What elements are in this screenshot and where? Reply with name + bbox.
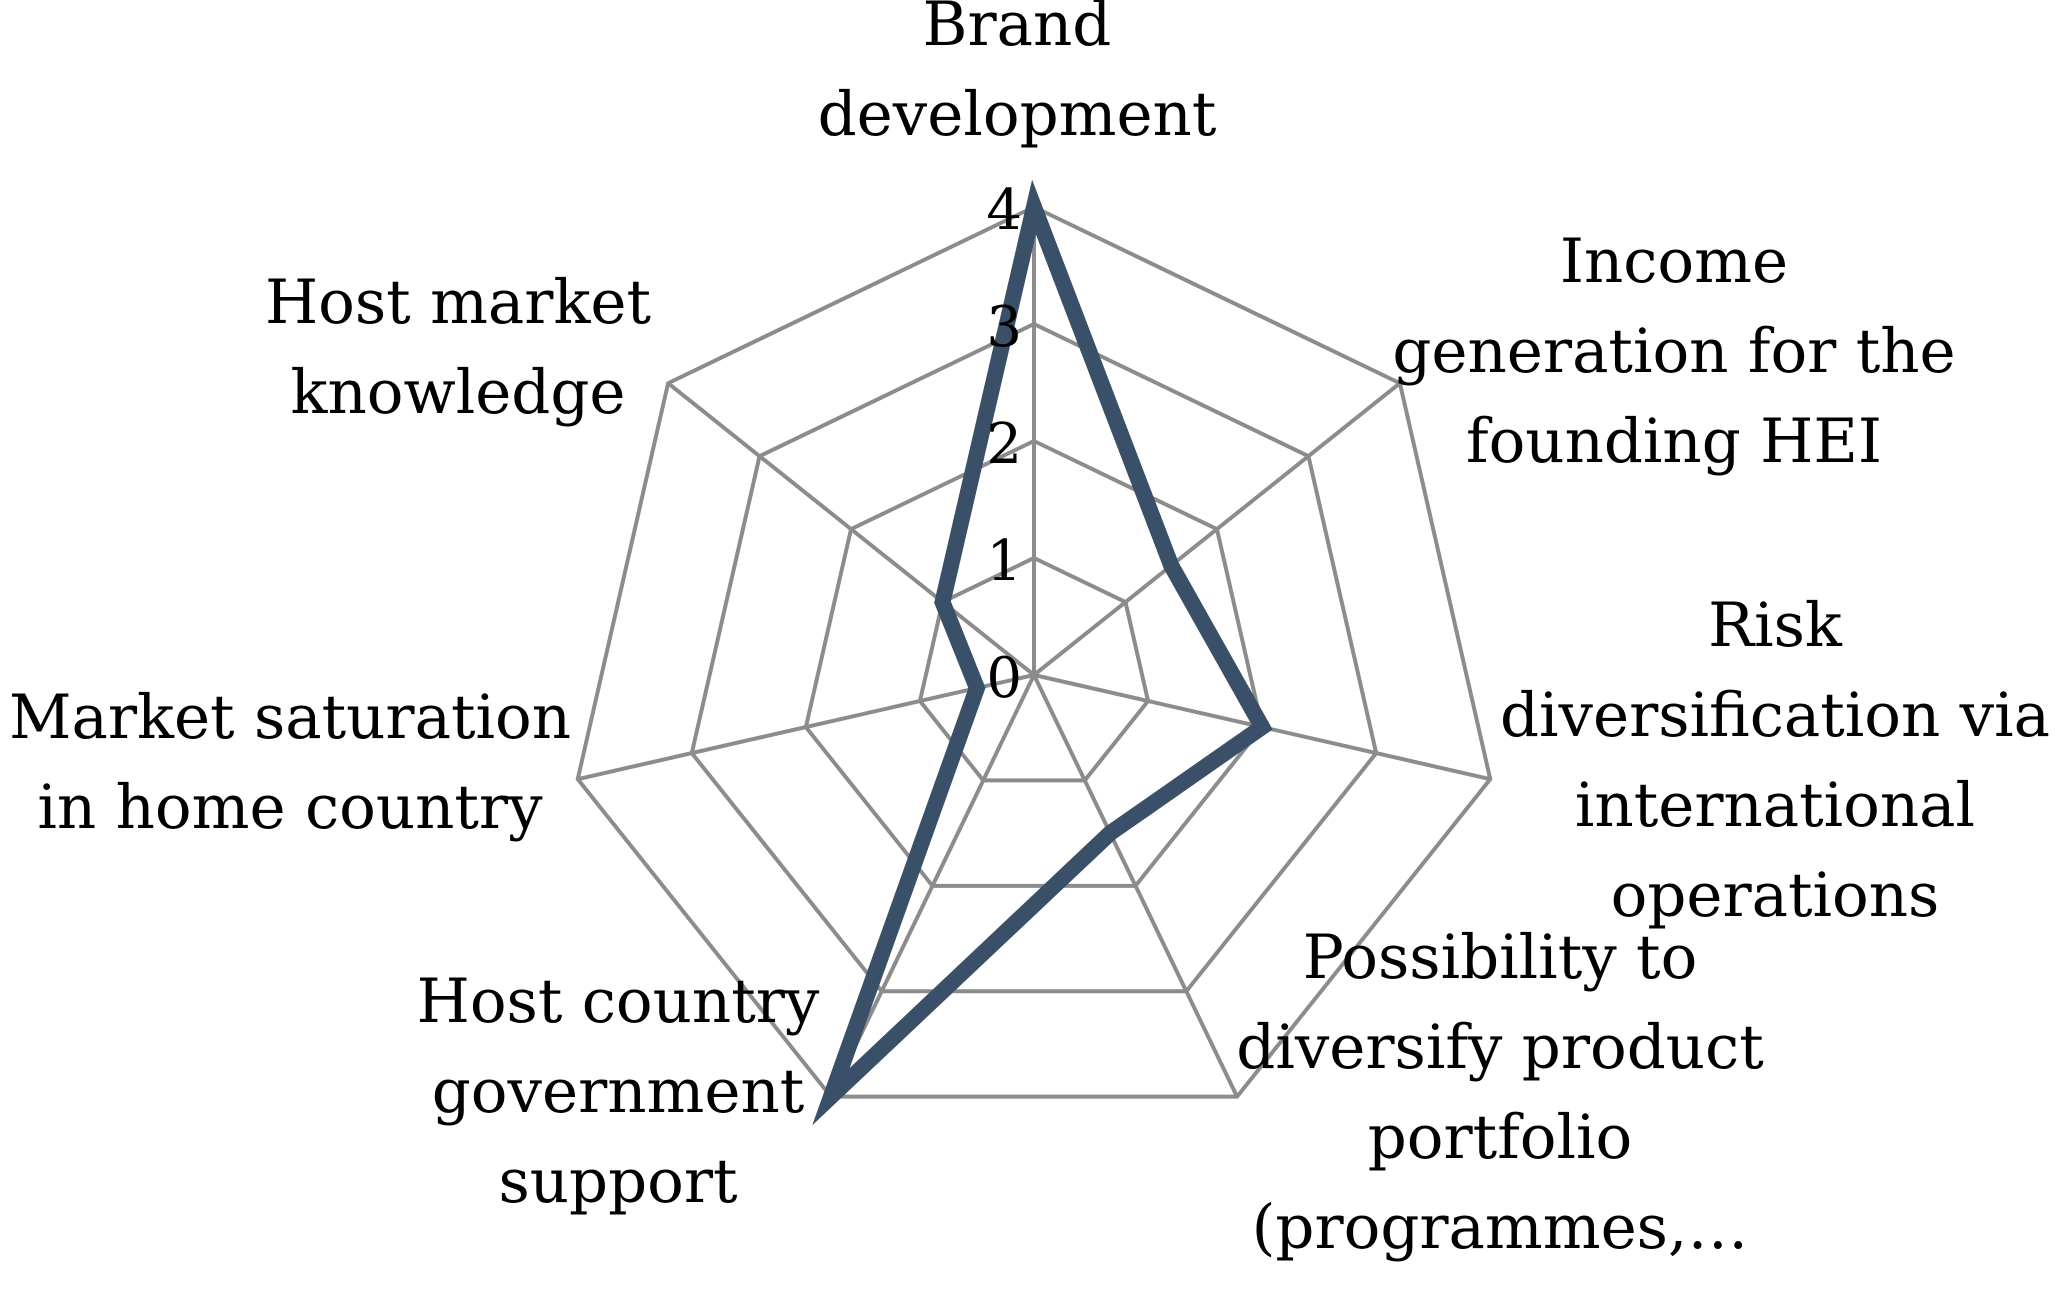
tick-label-layer: 0 1 2 3 4 xyxy=(986,178,1022,711)
category-label-line: support xyxy=(498,1146,738,1217)
category-label-line: development xyxy=(818,79,1217,150)
series-point-0-5 xyxy=(976,687,978,689)
category-label-line: Possibility to xyxy=(1303,922,1698,993)
category-label-line: in home country xyxy=(37,772,543,843)
category-label-line: Market saturation xyxy=(9,682,571,753)
category-label-line: government xyxy=(432,1056,805,1127)
category-label-1: Income generation for the founding HEI xyxy=(1392,226,1955,477)
category-label-line: Risk xyxy=(1708,590,1843,661)
category-label-line: Host country xyxy=(417,966,820,1037)
category-label-line: international xyxy=(1575,770,1975,841)
category-label-line: portfolio xyxy=(1368,1102,1633,1173)
series-point-0-1 xyxy=(1170,565,1172,567)
category-label-line: (programmes,… xyxy=(1252,1192,1749,1263)
category-label-2: Risk diversification via international oper… xyxy=(1500,590,2050,931)
series-point-0-3 xyxy=(1109,832,1111,834)
category-label-line: Brand xyxy=(923,0,1112,60)
tick-label-1: 1 xyxy=(986,529,1022,594)
grid-spoke-1 xyxy=(1032,381,1402,677)
category-label-3: Possibility to diversify product portfolio… xyxy=(1236,922,1764,1263)
grid-spoke-4 xyxy=(829,674,1036,1098)
category-label-0: Brand development xyxy=(818,0,1217,150)
series-point-0-4 xyxy=(830,1096,832,1098)
category-label-line: operations xyxy=(1611,860,1940,931)
tick-label-3: 3 xyxy=(986,295,1022,360)
category-label-5: Market saturation in home country xyxy=(9,682,571,843)
tick-label-4: 4 xyxy=(986,178,1022,243)
series-line-0 xyxy=(812,179,1273,1126)
grid-layer xyxy=(575,204,1493,1099)
grid-ring-4 xyxy=(575,204,1493,1099)
category-label-4: Host country government support xyxy=(417,966,820,1217)
grid-ring-3 xyxy=(689,321,1379,994)
category-label-line: knowledge xyxy=(291,357,626,428)
category-label-line: Host market xyxy=(265,267,652,338)
category-label-line: Income xyxy=(1560,226,1788,297)
series-point-0-6 xyxy=(942,601,944,603)
category-label-6: Host market knowledge xyxy=(265,267,652,428)
grid-spoke-3 xyxy=(1032,674,1239,1098)
tick-label-0: 0 xyxy=(986,646,1022,711)
series-layer xyxy=(812,179,1273,1126)
category-label-line: generation for the xyxy=(1392,316,1955,387)
tick-label-2: 2 xyxy=(986,412,1022,477)
grid-ring-1 xyxy=(917,555,1151,783)
category-label-line: diversify product xyxy=(1236,1012,1764,1083)
grid-spoke-5 xyxy=(577,673,1035,782)
series-point-0-2 xyxy=(1261,726,1263,728)
category-label-line: founding HEI xyxy=(1466,406,1882,477)
grid-spoke-6 xyxy=(666,381,1036,677)
series-point-0-0 xyxy=(1033,206,1035,208)
category-label-line: diversification via xyxy=(1500,680,2050,751)
grid-ring-2 xyxy=(803,438,1265,888)
